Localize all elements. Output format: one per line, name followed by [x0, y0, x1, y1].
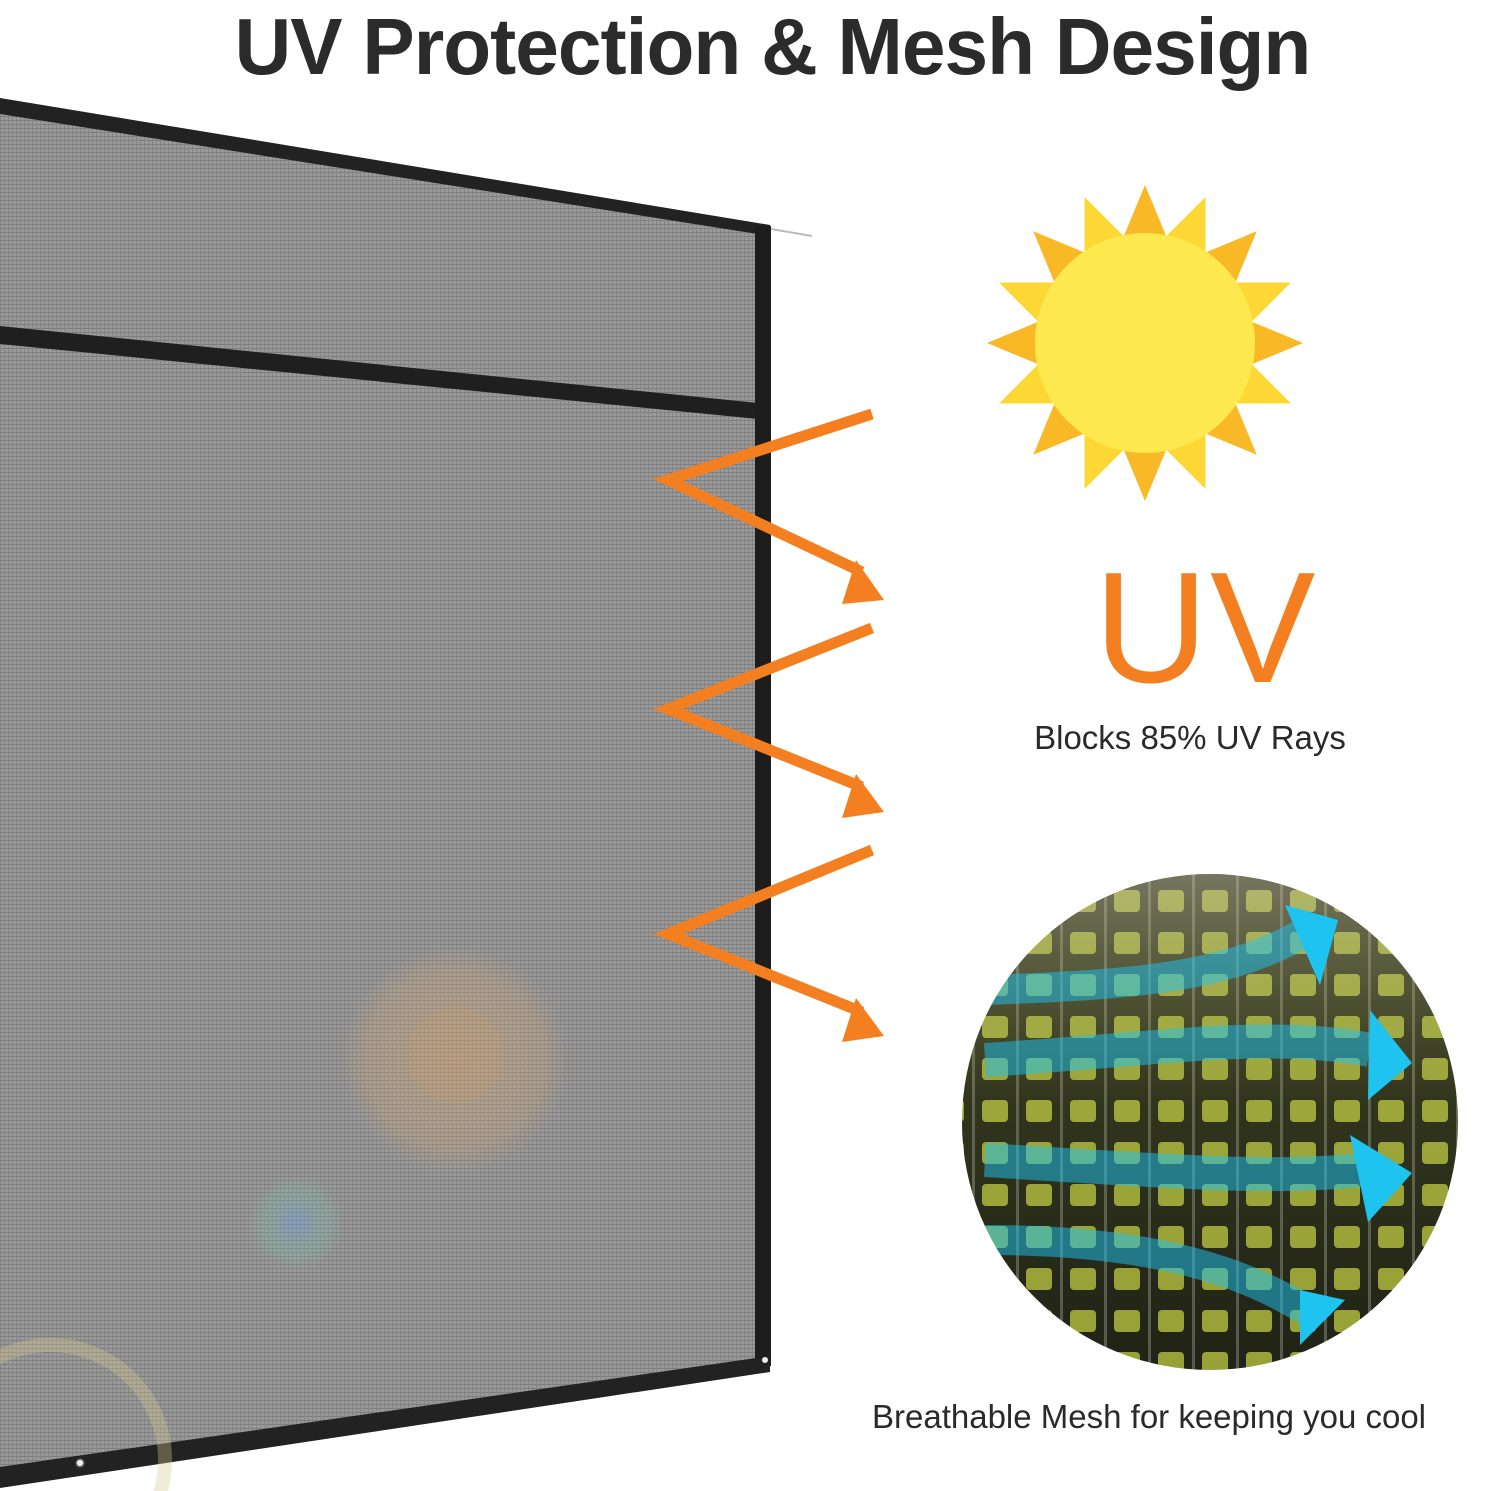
mesh-caption: Breathable Mesh for keeping you cool — [872, 1398, 1427, 1435]
page-title: UV Protection & Mesh Design — [234, 2, 1312, 91]
sun-icon — [987, 185, 1303, 501]
uv-label: UV — [1094, 540, 1318, 716]
mesh-shade-panel — [0, 98, 813, 1491]
uv-caption: Blocks 85% UV Rays — [1034, 719, 1346, 756]
deflected-ray-arrow-icon — [653, 844, 884, 1042]
uv-rays — [653, 408, 884, 1042]
deflected-ray-arrow-icon — [653, 408, 884, 604]
deflected-ray-arrow-icon — [653, 622, 884, 818]
mesh-closeup-airflow-icon — [962, 874, 1458, 1370]
